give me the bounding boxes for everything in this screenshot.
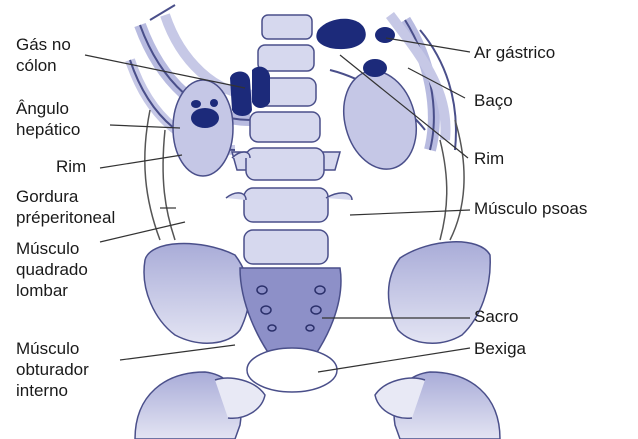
- label-quadratus-line2: quadrado: [16, 259, 88, 280]
- label-kidney-left-text: Rim: [56, 157, 86, 176]
- label-spleen: Baço: [474, 90, 513, 111]
- kidney-left: [173, 80, 233, 176]
- label-gas-colon-line2: cólon: [16, 55, 71, 76]
- label-gastric-air: Ar gástrico: [474, 42, 555, 63]
- label-psoas: Músculo psoas: [474, 198, 587, 219]
- label-gastric-air-text: Ar gástrico: [474, 43, 555, 62]
- label-sacrum-text: Sacro: [474, 307, 518, 326]
- kidney-right: [333, 63, 426, 178]
- label-fat: Gordura préperitoneal: [16, 186, 115, 228]
- label-psoas-text: Músculo psoas: [474, 199, 587, 218]
- label-sacrum: Sacro: [474, 306, 518, 327]
- label-quadratus-line1: Músculo: [16, 238, 88, 259]
- bladder: [247, 348, 337, 392]
- label-kidney-left: Rim: [56, 156, 86, 177]
- label-hepatic-angle-line1: Ângulo: [16, 98, 80, 119]
- label-bladder: Bexiga: [474, 338, 526, 359]
- label-obturator-line3: interno: [16, 380, 89, 401]
- label-fat-line2: préperitoneal: [16, 207, 115, 228]
- label-obturator-line2: obturador: [16, 359, 89, 380]
- label-gas-colon-line1: Gás no: [16, 34, 71, 55]
- label-bladder-text: Bexiga: [474, 339, 526, 358]
- label-spleen-text: Baço: [474, 91, 513, 110]
- label-kidney-right-text: Rim: [474, 149, 504, 168]
- label-kidney-right: Rim: [474, 148, 504, 169]
- label-hepatic-angle: Ângulo hepático: [16, 98, 80, 140]
- label-quadratus: Músculo quadrado lombar: [16, 238, 88, 301]
- label-gas-colon: Gás no cólon: [16, 34, 71, 76]
- label-obturator-line1: Músculo: [16, 338, 89, 359]
- spine: [226, 15, 352, 264]
- label-hepatic-angle-line2: hepático: [16, 119, 80, 140]
- label-quadratus-line3: lombar: [16, 280, 88, 301]
- label-fat-line1: Gordura: [16, 186, 115, 207]
- label-obturator: Músculo obturador interno: [16, 338, 89, 401]
